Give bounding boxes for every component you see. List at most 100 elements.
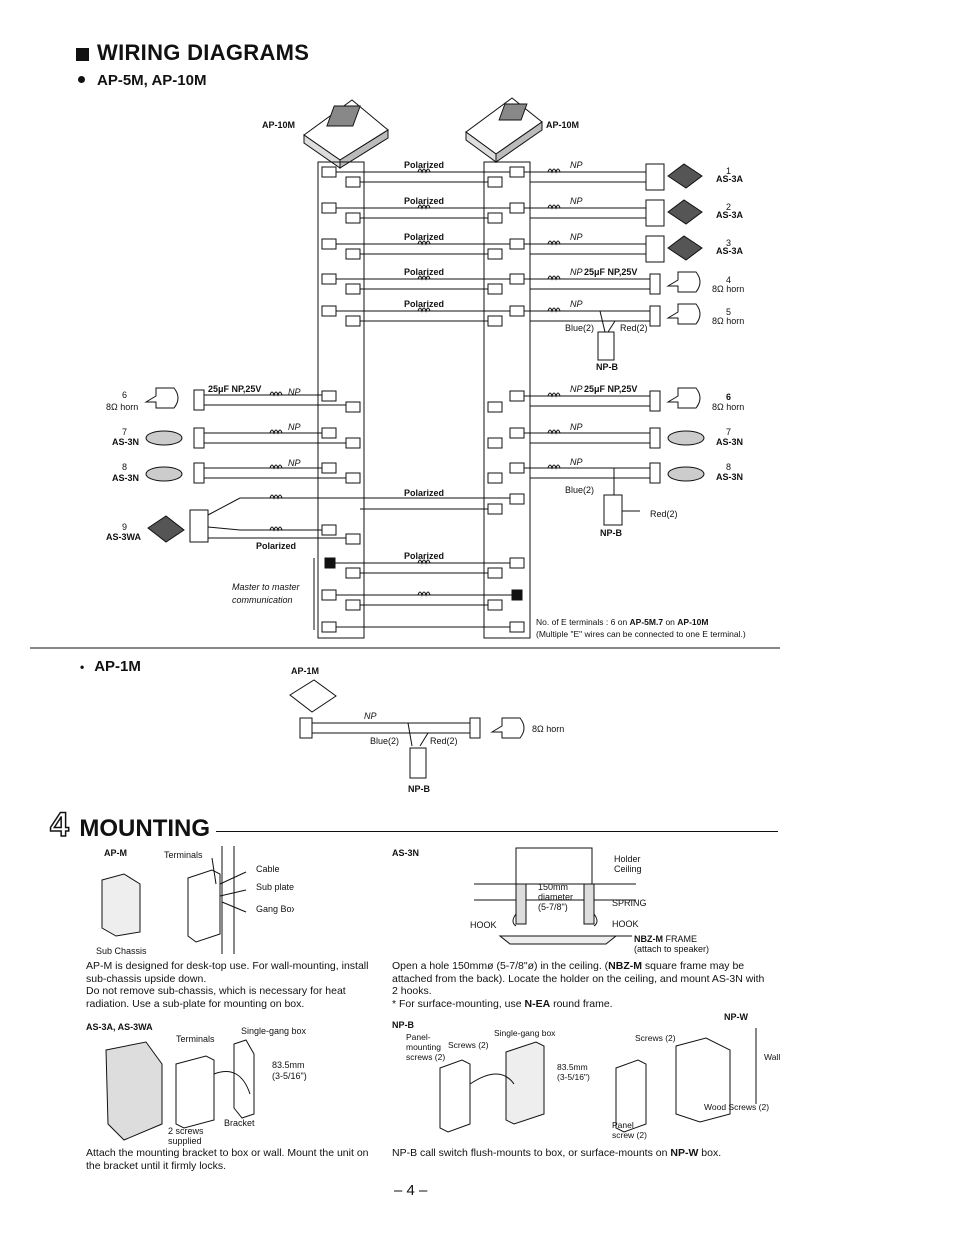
npb-npw-illustration: Panel- mounting screws (2) Screws (2) Si…	[406, 1028, 780, 1140]
svg-text:Polarized: Polarized	[404, 551, 444, 561]
svg-text:Red(2): Red(2)	[430, 736, 458, 746]
svg-text:NP: NP	[288, 422, 301, 432]
page-number: – 4 –	[394, 1182, 428, 1199]
section-title-text: WIRING DIAGRAMS	[97, 40, 310, 65]
apm-text-1: AP-M is designed for desk-top use. For w…	[86, 960, 369, 985]
svg-text:Polarized: Polarized	[404, 196, 444, 206]
svg-text:NP-B: NP-B	[600, 528, 622, 538]
svg-text:supplied: supplied	[168, 1136, 202, 1146]
svg-text:Red(2): Red(2)	[650, 509, 678, 519]
as3a-illustration: Terminals Single-gang box 83.5mm (3-5/16…	[105, 1026, 307, 1146]
svg-text:Polarized: Polarized	[404, 232, 444, 242]
svg-text:NP: NP	[570, 384, 583, 394]
square-bullet-icon	[76, 48, 89, 61]
terminal-strip-right	[483, 161, 531, 639]
svg-text:8: 8	[726, 462, 731, 472]
svg-text:diameter: diameter	[538, 892, 573, 902]
svg-text:mounting: mounting	[406, 1042, 441, 1052]
svg-text:Gang Box: Gang Box	[256, 904, 294, 914]
svg-text:Master to master: Master to master	[232, 582, 301, 592]
svg-text:Blue(2): Blue(2)	[565, 323, 594, 333]
svg-text:Polarized: Polarized	[404, 160, 444, 170]
svg-text:83.5mm: 83.5mm	[557, 1062, 588, 1072]
svg-text:Polarized: Polarized	[256, 541, 296, 551]
svg-text:AP-10M: AP-10M	[546, 120, 579, 130]
ap10m-unit-right	[465, 97, 543, 163]
svg-text:Polarized: Polarized	[404, 488, 444, 498]
svg-text:8Ω horn: 8Ω horn	[712, 402, 744, 412]
svg-text:Holder: Holder	[614, 854, 641, 864]
apm-text-2: Do not remove sub-chassis, which is nece…	[86, 985, 346, 1010]
as3n-description: Open a hole 150mmø (5-7/8"ø) in the ceil…	[392, 960, 772, 1010]
svg-text:screws (2): screws (2)	[406, 1052, 445, 1062]
svg-text:AP-1M: AP-1M	[291, 666, 319, 676]
svg-text:AS-3N: AS-3N	[112, 437, 139, 447]
svg-text:Screws (2): Screws (2)	[448, 1040, 489, 1050]
svg-text:3: 3	[726, 238, 731, 248]
svg-text:Red(2): Red(2)	[620, 323, 648, 333]
svg-text:AS-3N: AS-3N	[112, 473, 139, 483]
svg-text:NP: NP	[570, 160, 583, 170]
svg-text:HOOK: HOOK	[612, 919, 639, 929]
as3a-description: Attach the mounting bracket to box or wa…	[86, 1147, 369, 1172]
svg-text:6: 6	[122, 390, 127, 400]
as3a-speakers	[667, 163, 703, 261]
svg-text:Wall: Wall	[764, 1052, 780, 1062]
wiring-diagram: AP-10M AP-10M Polarized Polarized Polari…	[30, 97, 780, 649]
svg-text:83.5mm: 83.5mm	[272, 1060, 305, 1070]
svg-text:Blue(2): Blue(2)	[370, 736, 399, 746]
as3n-note: * For surface-mounting, use N-EA round f…	[392, 997, 613, 1010]
svg-text:(Multiple "E" wires can be con: (Multiple "E" wires can be connected to …	[536, 629, 746, 639]
svg-text:Bracket: Bracket	[224, 1118, 255, 1128]
subsection-ap1m-text: AP-1M	[94, 658, 141, 675]
svg-text:25μF NP,25V: 25μF NP,25V	[208, 384, 261, 394]
svg-text:(attach to speaker): (attach to speaker)	[634, 944, 709, 954]
svg-text:4: 4	[726, 275, 731, 285]
npb-description: NP-B call switch flush-mounts to box, or…	[392, 1147, 722, 1159]
bullet-icon: •	[80, 660, 85, 674]
npb-label: NP-B	[392, 1020, 414, 1030]
svg-text:25μF NP,25V: 25μF NP,25V	[584, 384, 637, 394]
svg-text:No. of E terminals : 6 on AP-5: No. of E terminals : 6 on AP-5M.7 on AP-…	[536, 617, 708, 627]
svg-text:NP: NP	[288, 387, 301, 397]
svg-text:AS-3WA: AS-3WA	[106, 532, 142, 542]
svg-text:2: 2	[726, 202, 731, 212]
npw-label: NP-W	[724, 1012, 748, 1022]
section-number: 4	[49, 805, 69, 845]
section-title: WIRING DIAGRAMS	[76, 40, 309, 66]
svg-text:Polarized: Polarized	[404, 267, 444, 277]
ap10m-unit-left	[303, 99, 389, 169]
svg-text:Screws (2): Screws (2)	[635, 1033, 676, 1043]
svg-text:Sub Chassis: Sub Chassis	[96, 946, 147, 956]
svg-text:Panel-: Panel-	[406, 1032, 431, 1042]
apm-illustration: Terminals Cable Sub plate Gang Box Sub C…	[96, 846, 294, 956]
svg-text:7: 7	[122, 427, 127, 437]
svg-text:8Ω horn: 8Ω horn	[712, 316, 744, 326]
as3n-label: AS-3N	[392, 848, 420, 858]
as3n-text: Open a hole 150mmø (5-7/8"ø) in the ceil…	[392, 960, 765, 998]
svg-text:NP: NP	[570, 232, 583, 242]
apm-label: AP-M	[104, 848, 127, 858]
svg-text:(5-7/8"): (5-7/8")	[538, 902, 568, 912]
svg-text:Panel: Panel	[612, 1120, 634, 1130]
svg-text:NP-B: NP-B	[596, 362, 618, 372]
svg-text:1: 1	[726, 166, 731, 176]
svg-text:AS-3N: AS-3N	[716, 472, 743, 482]
svg-text:Wood Screws (2): Wood Screws (2)	[704, 1102, 769, 1112]
svg-text:NP: NP	[364, 711, 377, 721]
svg-text:screw (2): screw (2)	[612, 1130, 647, 1140]
subsection-ap5m-text: AP-5M, AP-10M	[97, 72, 207, 89]
svg-text:Single-gang box: Single-gang box	[241, 1026, 307, 1036]
as3n-speakers	[145, 430, 705, 482]
svg-text:Single-gang box: Single-gang box	[494, 1028, 556, 1038]
svg-text:7: 7	[726, 427, 731, 437]
as3n-illustration: Holder Ceiling 150mm diameter (5-7/8") S…	[470, 847, 709, 954]
svg-text:(3-5/16"): (3-5/16")	[557, 1072, 590, 1082]
svg-text:8Ω horn: 8Ω horn	[106, 402, 138, 412]
svg-text:8Ω horn: 8Ω horn	[712, 284, 744, 294]
svg-text:5: 5	[726, 307, 731, 317]
svg-text:25μF NP,25V: 25μF NP,25V	[584, 267, 637, 277]
wiring-rows-1-5	[321, 163, 665, 361]
svg-text:NP: NP	[570, 457, 583, 467]
svg-text:Terminals: Terminals	[164, 850, 203, 860]
